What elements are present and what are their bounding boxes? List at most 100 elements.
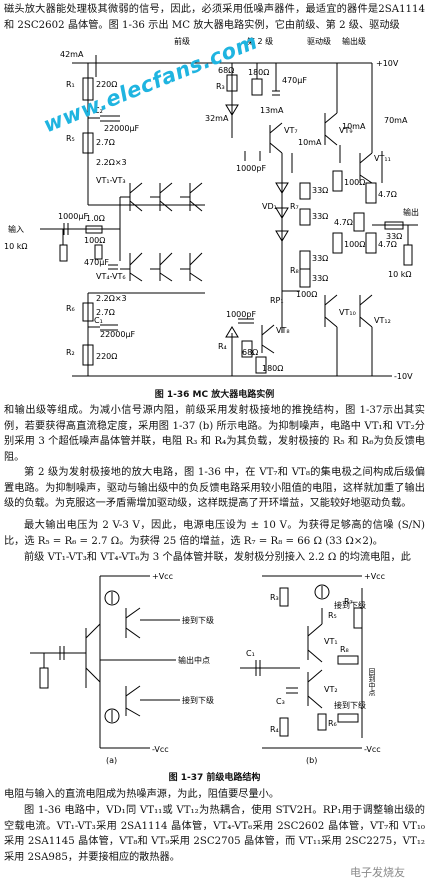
fig137a-to-next-top: 接到下级 [182, 615, 214, 625]
r4-value: 68Ω [242, 348, 258, 357]
fig137b-to-next-top: 接到下级 [334, 600, 366, 610]
r22a-label: 2.2Ω×3 [96, 158, 127, 167]
fig137a-vcc-neg: -Vcc [152, 745, 169, 754]
label-driver: 驱动级 [307, 36, 331, 46]
c2-label: C₂ [94, 106, 103, 115]
r33b-label: 33Ω [312, 212, 328, 221]
r5-value: 2.7Ω [96, 138, 115, 147]
current-13ma: 13mA [260, 106, 284, 115]
fig137b-vt2: VT₂ [324, 685, 338, 694]
watermark-corner: 电子发烧友 [350, 866, 405, 879]
r33a-label: 33Ω [312, 186, 328, 195]
r3-label: R₃ [216, 82, 225, 91]
label-preamp: 前级 [174, 36, 190, 46]
fig137b-vcc-neg: -Vcc [364, 745, 381, 754]
vt8-label: VT₈ [276, 326, 290, 335]
rp1-value: 100Ω [296, 290, 317, 299]
current-42ma: 42mA [60, 50, 84, 59]
r100-label: 100Ω [84, 236, 105, 245]
fig137b-c1: C₁ [246, 649, 255, 658]
intro-paragraph: 磁头放大器能处理极其微弱的信号，因此，必须采用低噪声器件，最适宜的器件是2SA1… [4, 4, 425, 31]
r180b-label: 180Ω [262, 364, 283, 373]
r33out-label: 33Ω [386, 232, 402, 241]
r100a-label: 100Ω [344, 178, 365, 187]
c1000a-label: 1000pF [236, 164, 266, 173]
paragraph-6: 图 1-36 电路中，VD₁同 VT₁₁或 VT₁₂为热耦合，使用 STV2H。… [4, 805, 425, 863]
fig137b-r5: R₅ [328, 611, 337, 620]
vt7-label: VT₇ [284, 126, 298, 135]
vt12-label: VT₁₂ [374, 316, 391, 325]
rin-label: 1.0Ω [86, 214, 105, 223]
c1-label: C₁ [94, 316, 103, 325]
fig137b-r8: R₈ [340, 645, 349, 654]
r6-value: 2.7Ω [96, 308, 115, 317]
r6-label: R₆ [66, 304, 75, 313]
label-supply-neg: -10V [394, 372, 413, 381]
current-10ma-b: 10mA [342, 122, 366, 131]
label-stage2: 第 2 级 [247, 36, 273, 46]
vt10-label: VT₁₀ [339, 308, 356, 317]
cin-label: 1000μF [58, 212, 88, 221]
r1-label: R₁ [66, 80, 75, 89]
paragraph-1: 和输出级等组成。为减小信号源内阻，前级采用发射极接地的推挽结构，图 1-37示出… [4, 405, 425, 463]
current-10ma-a: 10mA [298, 138, 322, 147]
paragraph-5: 电阻与输入的直流电阻成为热噪声源，为此，阻值要尽量小。 [4, 789, 280, 800]
c470-label: 470μF [84, 258, 109, 267]
current-70ma: 70mA [384, 116, 408, 125]
vd1-label: VD₁ [262, 202, 277, 211]
fig137b-vcc-pos: +Vcc [364, 572, 385, 581]
r10k-label: 10 kΩ [4, 242, 27, 251]
r1-value: 220Ω [96, 80, 117, 89]
caption-fig-1-36: 图 1-36 MC 放大器电路实例 [154, 390, 275, 400]
figure-1-37-schematic: +Vcc -Vcc 接到下级 接到下级 输出中点 (a) +Vcc -Vcc 接… [30, 572, 385, 765]
paragraph-2: 第 2 级为发射极接地的放大电路，图 1-36 中，在 VT₇和 VT₈的集电极… [4, 467, 425, 510]
caption-fig-1-37: 图 1-37 前级电路结构 [168, 773, 261, 783]
fig137b-r6: R₆ [328, 719, 337, 728]
r47b-label: 4.7Ω [334, 218, 353, 227]
r47c-label: 4.7Ω [378, 240, 397, 249]
r4-label: R₄ [218, 342, 227, 351]
r180a-label: 180Ω [248, 68, 269, 77]
vt13-label: VT₁-VT₃ [96, 176, 126, 185]
vt9-label: VT₉ [339, 126, 353, 135]
r2-label: R₂ [66, 348, 75, 357]
fig137b-vout: 回到中点 [368, 668, 376, 697]
r5-label: R₅ [66, 134, 75, 143]
fig137b-vt1: VT₁ [324, 637, 338, 646]
r2-value: 220Ω [96, 352, 117, 361]
paragraph-3: 最大输出电压为 2 V-3 V，因此，电源电压设为 ± 10 V。为获得足够高的… [4, 520, 425, 547]
fig137b-to-next-bot: 接到下级 [334, 700, 366, 710]
rp1-label: RP₁ [270, 296, 284, 305]
r33c-label: 33Ω [312, 254, 328, 263]
c1-value: 22000μF [100, 330, 136, 339]
r3-value: 68Ω [218, 66, 234, 75]
fig137b-label: (b) [306, 756, 317, 765]
fig137a-mid-out: 输出中点 [178, 655, 210, 665]
vt46-label: VT₄-VT₆ [96, 272, 126, 281]
fig137b-r3: R₃ [270, 593, 279, 602]
label-output: 输出 [403, 207, 419, 217]
fig137a-vcc-pos: +Vcc [152, 572, 173, 581]
fig137b-r4: R₄ [270, 725, 279, 734]
r10kout-label: 10 kΩ [388, 270, 411, 279]
r8-label: R₈ [290, 266, 299, 275]
r33d-label: 33Ω [312, 274, 328, 283]
fig137a-label: (a) [106, 756, 117, 765]
r22b-label: 2.2Ω×3 [96, 294, 127, 303]
c470b-label: 470μF [282, 76, 307, 85]
c1000b-label: 1000pF [226, 310, 256, 319]
r47a-label: 4.7Ω [378, 190, 397, 199]
fig137a-to-next-bot: 接到下级 [182, 695, 214, 705]
current-32ma: 32mA [205, 114, 229, 123]
r100b-label: 100Ω [344, 240, 365, 249]
label-output-stage: 输出级 [342, 36, 366, 46]
vt11-label: VT₁₁ [374, 154, 391, 163]
fig137b-c3: C₃ [276, 697, 285, 706]
figure-1-36-schematic: 前级 第 2 级 驱动级 输出级 +10V -10V 输入 输出 42mA 32… [4, 36, 419, 381]
label-supply-pos: +10V [376, 59, 399, 68]
label-input: 输入 [8, 224, 24, 234]
paragraph-4: 前级 VT₁-VT₃和 VT₄-VT₆为 3 个晶体管并联，发射极分别接入 2.… [24, 552, 411, 563]
fig137b-r7: R₇ [344, 597, 353, 606]
c2-value: 22000μF [104, 124, 140, 133]
